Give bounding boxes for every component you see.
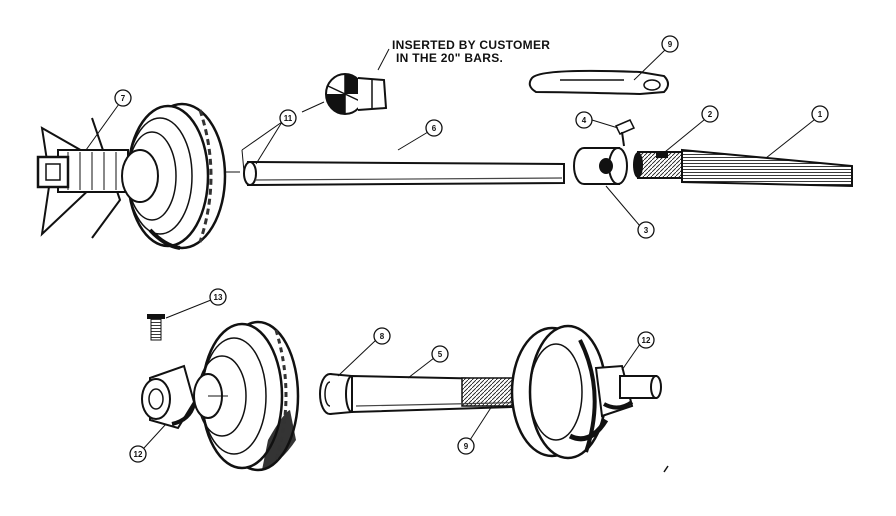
part-9-wrench xyxy=(528,69,669,96)
callout-1-label: 1 xyxy=(818,110,823,119)
stray-mark xyxy=(663,465,669,473)
callout-3: 3 xyxy=(637,221,655,239)
callout-12-right: 12 xyxy=(637,331,655,349)
callout-13: 13 xyxy=(209,288,227,306)
callout-5-label: 5 xyxy=(438,350,443,359)
callout-4-label: 4 xyxy=(582,116,587,125)
callout-11: 11 xyxy=(279,109,297,127)
callout-8: 8 xyxy=(373,327,391,345)
callout-6-label: 6 xyxy=(432,124,437,133)
callout-13-label: 13 xyxy=(214,293,223,302)
callout-9-top-label: 9 xyxy=(668,40,673,49)
callout-12-right-label: 12 xyxy=(642,336,651,345)
callout-7-label: 7 xyxy=(121,94,126,103)
callout-9-bottom: 9 xyxy=(457,437,475,455)
callout-12-left-label: 12 xyxy=(134,450,143,459)
part-6-bar xyxy=(243,160,565,187)
part-2-bushing xyxy=(633,151,683,179)
callout-11-label: 11 xyxy=(284,114,293,123)
bottom-right-weight-plate xyxy=(510,324,609,460)
top-weight-plate xyxy=(121,102,227,250)
customer-insert-note: INSERTED BY CUSTOMER IN THE 20" BARS. xyxy=(392,39,592,65)
callout-2: 2 xyxy=(701,105,719,123)
part-12-collar-right xyxy=(594,364,662,418)
part-1-long-bar xyxy=(681,148,853,188)
callout-7: 7 xyxy=(114,89,132,107)
callout-1: 1 xyxy=(811,105,829,123)
callout-5: 5 xyxy=(431,345,449,363)
note-line-2: IN THE 20" BARS. xyxy=(396,51,504,65)
top-leader-lines xyxy=(85,48,815,227)
callout-2-label: 2 xyxy=(708,110,713,119)
callout-4: 4 xyxy=(575,111,593,129)
note-line-1: INSERTED BY CUSTOMER xyxy=(392,38,551,52)
bottom-leader-lines xyxy=(143,299,641,449)
callout-6: 6 xyxy=(425,119,443,137)
part-13-screw xyxy=(147,314,165,341)
bar-insert-plug xyxy=(325,73,388,115)
callout-9-bottom-label: 9 xyxy=(464,442,469,451)
callout-8-label: 8 xyxy=(380,332,385,341)
callout-9-top: 9 xyxy=(661,35,679,53)
part-12-collar-left xyxy=(141,364,196,430)
callout-3-label: 3 xyxy=(644,226,649,235)
callout-12-left: 12 xyxy=(129,445,147,463)
part-4-screw xyxy=(614,119,636,147)
part-7-spinlock-collar xyxy=(36,117,129,239)
bottom-left-weight-plate xyxy=(193,320,300,472)
part-3-collar-nut xyxy=(573,147,628,185)
